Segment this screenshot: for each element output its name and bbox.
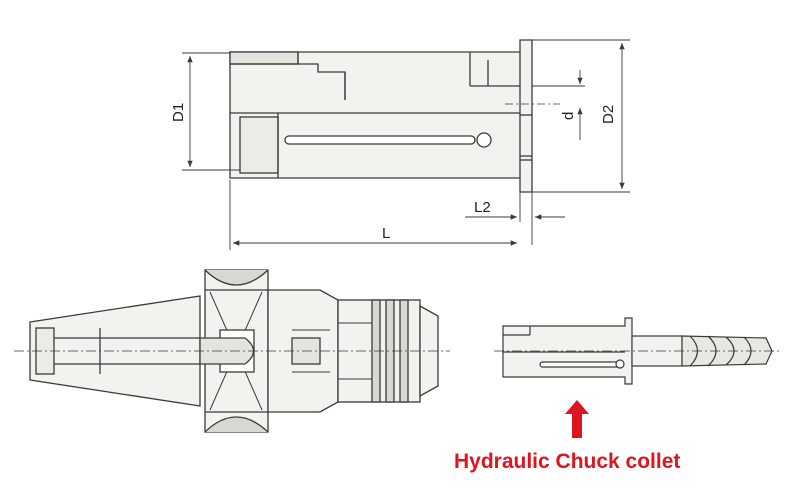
- d-label: d: [560, 112, 577, 120]
- d1-label: D1: [170, 103, 187, 122]
- up-arrow-icon: [565, 400, 589, 438]
- d2-label: D2: [600, 105, 617, 124]
- l-label: L: [382, 225, 390, 242]
- d2-dimension: [532, 39, 630, 193]
- collet-detail-view: [229, 39, 533, 193]
- l2-label: L2: [474, 199, 491, 216]
- d-dimension: [532, 70, 585, 140]
- d1-dimension: [182, 52, 240, 171]
- caption-label: Hydraulic Chuck collet: [454, 450, 681, 473]
- l-dimension: [229, 180, 517, 250]
- hydraulic-chuck-holder: [29, 269, 439, 433]
- l2-dimension: [465, 180, 565, 245]
